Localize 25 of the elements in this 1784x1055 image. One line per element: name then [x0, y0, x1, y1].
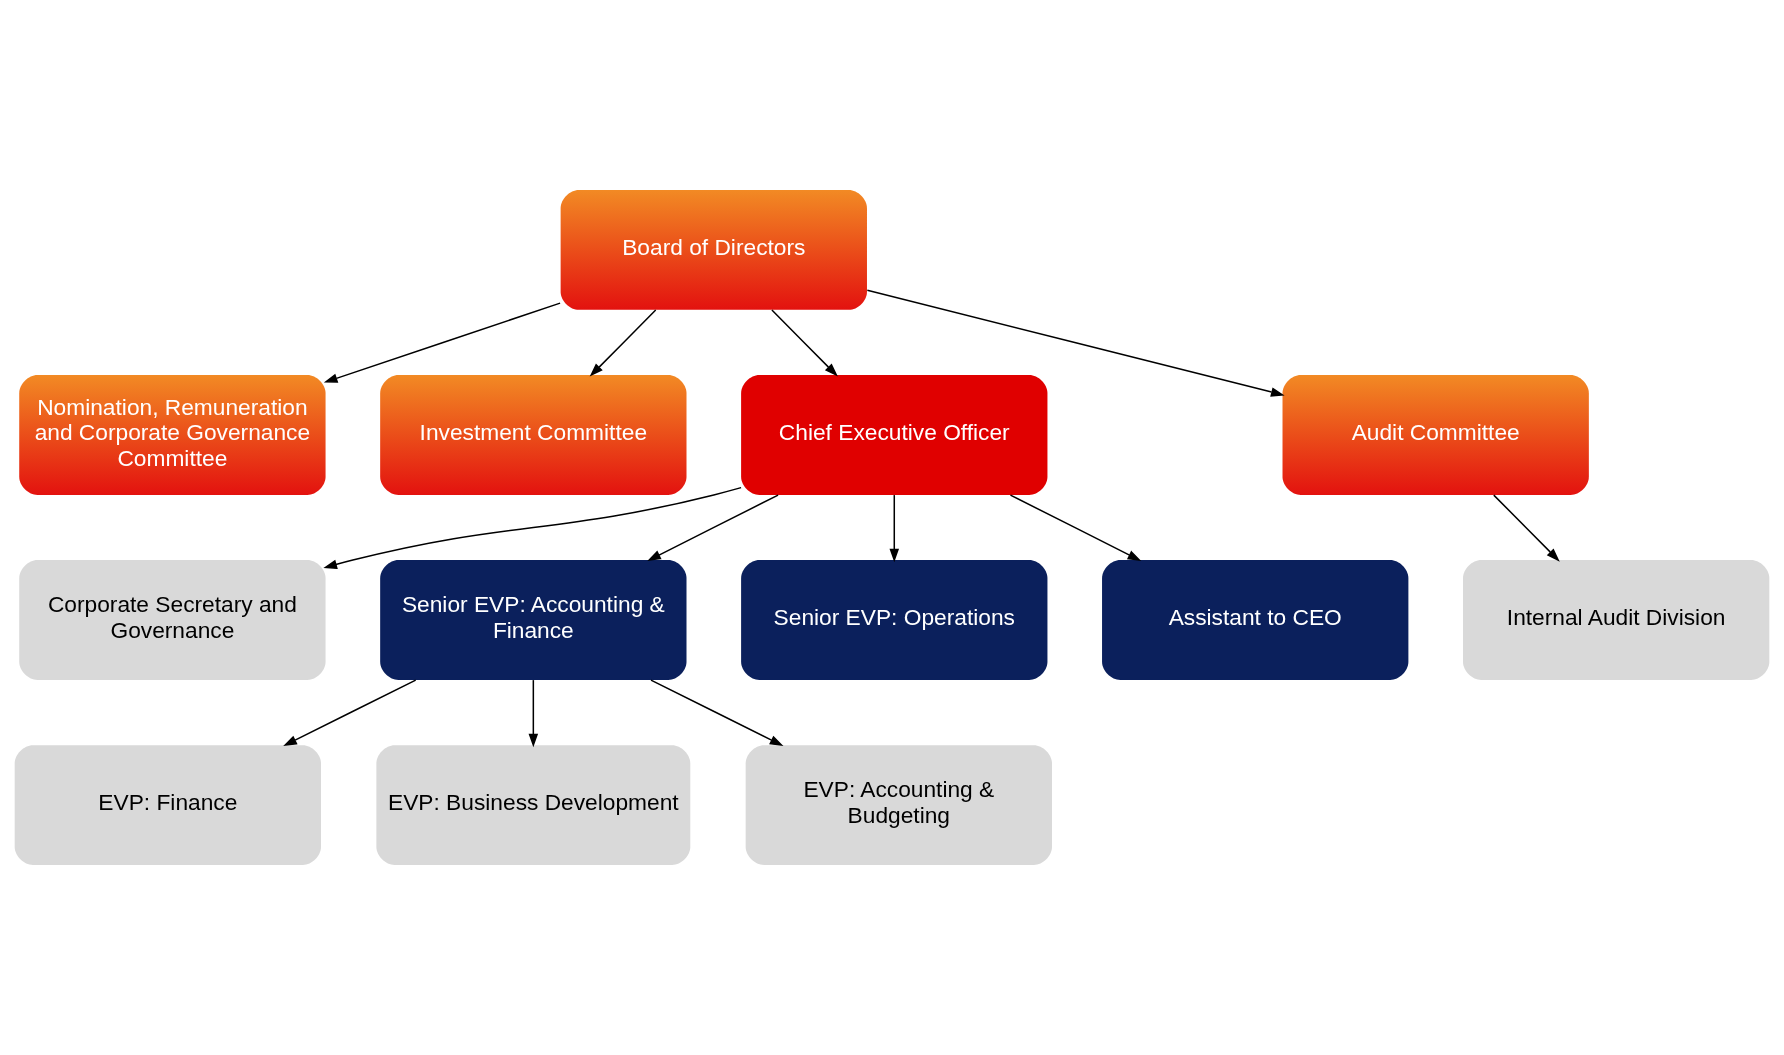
arrow [528, 679, 539, 748]
arrow [589, 309, 657, 377]
arrow [771, 309, 838, 377]
node-box: EVP: Finance [14, 745, 321, 865]
arrow [283, 679, 417, 747]
node-box: Senior EVP: Operations [741, 560, 1048, 680]
arrow [323, 486, 742, 569]
node-box: Board of Directors [560, 190, 867, 310]
arrow [889, 494, 900, 563]
arrow [647, 494, 779, 562]
arrow [866, 289, 1285, 397]
arrow [1009, 494, 1142, 562]
arrow [323, 302, 561, 383]
node-box: Audit Committee [1282, 375, 1589, 495]
node-box: Assistant to CEO [1102, 560, 1409, 680]
node-box: EVP: Accounting & Budgeting [745, 745, 1052, 865]
node-box: EVP: Business Development [376, 745, 691, 865]
node-box: Investment Committee [380, 375, 687, 495]
node-box: Chief Executive Officer [741, 375, 1048, 495]
node-box: Corporate Secretary and Governance [19, 560, 326, 680]
arrow [650, 679, 784, 747]
node-box: Nomination, Remuneration and Corporate Governance Committee [19, 375, 326, 495]
node-box: Internal Audit Division [1463, 560, 1770, 680]
arrow [1493, 494, 1560, 562]
node-box: Senior EVP: Accounting & Finance [380, 560, 687, 680]
